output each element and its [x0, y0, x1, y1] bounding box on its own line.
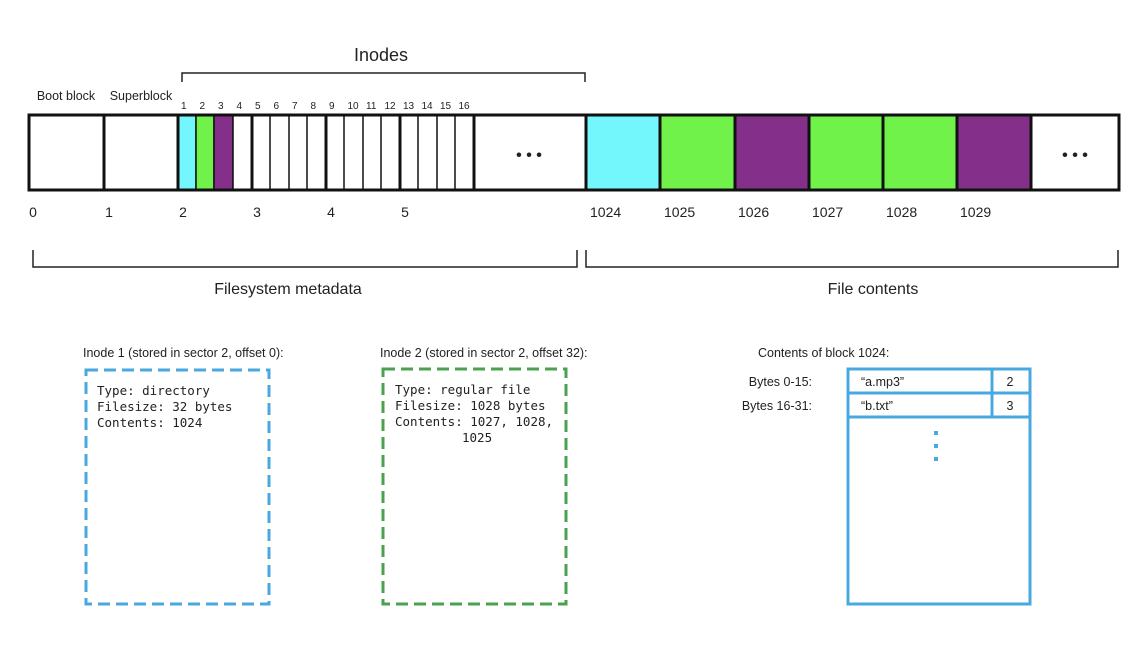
row0-inode: 2	[1007, 375, 1014, 389]
inode2-box	[381, 367, 568, 606]
metadata-ellipsis-block	[472, 113, 588, 192]
inode1-filesize: Filesize: 32 bytes	[97, 399, 232, 414]
data-ellipsis-block	[1029, 113, 1121, 192]
inode-number: 3	[218, 101, 224, 112]
vertical-ellipsis-dot	[934, 444, 938, 448]
inode-number: 1	[181, 101, 187, 112]
inode-number: 12	[385, 101, 397, 112]
file-contents-bracket	[585, 250, 1119, 268]
inode-number: 5	[255, 101, 261, 112]
ellipsis-right: • • •	[1062, 147, 1088, 164]
row1-name: “b.txt”	[861, 399, 893, 413]
data-block-1026	[733, 113, 811, 192]
inode-slot-2	[195, 114, 215, 191]
inode-slot-3	[213, 114, 234, 191]
block-number: 1029	[960, 204, 991, 220]
data-block-1028	[881, 113, 959, 192]
row0-name: “a.mp3”	[861, 375, 904, 389]
file-contents-label: File contents	[828, 281, 919, 298]
block-number: 2	[179, 204, 187, 220]
row1-inode: 3	[1007, 399, 1014, 413]
inode1-heading: Inode 1 (stored in sector 2, offset 0):	[83, 346, 284, 360]
inode-number: 9	[329, 101, 335, 112]
block-number: 3	[253, 204, 261, 220]
inodes-title: Inodes	[354, 45, 408, 65]
inode-slot-1	[177, 114, 197, 191]
inode-number: 4	[237, 101, 243, 112]
block-number: 5	[401, 204, 409, 220]
inode-number: 13	[403, 101, 415, 112]
row1-range: Bytes 16-31:	[742, 399, 812, 413]
block1024-table: Bytes 0-15: “a.mp3” 2 Bytes 16-31: “b.tx…	[742, 367, 1032, 606]
block-number: 4	[327, 204, 335, 220]
block1024-heading: Contents of block 1024:	[758, 346, 889, 360]
data-block-1024	[584, 113, 662, 192]
block-number-row: 0 1 2 3 4 5 1024 1025 1026 1027 1028 1029	[29, 204, 991, 220]
data-block-1027	[807, 113, 885, 192]
inode-number: 6	[274, 101, 280, 112]
block-number: 1026	[738, 204, 769, 220]
inode-number: 14	[422, 101, 434, 112]
inode-slot-4	[232, 114, 253, 191]
block-number: 1028	[886, 204, 917, 220]
vertical-ellipsis-dot	[934, 431, 938, 435]
inode-number: 2	[200, 101, 206, 112]
inode2-heading: Inode 2 (stored in sector 2, offset 32):	[380, 346, 588, 360]
inodes-bracket	[181, 72, 586, 82]
inode1-contents: Contents: 1024	[97, 415, 202, 430]
block-number: 1	[105, 204, 113, 220]
block-number: 1025	[664, 204, 695, 220]
inode2-filesize: Filesize: 1028 bytes	[395, 398, 546, 413]
inode1-type: Type: directory	[97, 383, 210, 398]
inode1-box	[84, 368, 271, 606]
inode-number: 7	[292, 101, 298, 112]
inode-number: 16	[459, 101, 471, 112]
superblock	[102, 113, 180, 192]
inode-number: 15	[440, 101, 452, 112]
inode2-contents: Contents: 1027, 1028,	[395, 414, 553, 429]
block-number: 1027	[812, 204, 843, 220]
block1024-frame	[846, 367, 1032, 606]
block-strip: • • • • • •	[27, 113, 1121, 192]
metadata-bracket	[32, 250, 578, 268]
inode-number: 11	[366, 101, 377, 112]
data-block-1029	[955, 113, 1033, 192]
block-number: 0	[29, 204, 37, 220]
inode-number: 10	[348, 101, 360, 112]
data-block-1025	[658, 113, 737, 192]
ellipsis-left: • • •	[516, 147, 542, 164]
superblock-label: Superblock	[110, 89, 173, 103]
block-number: 1024	[590, 204, 621, 220]
metadata-label: Filesystem metadata	[214, 281, 362, 298]
row0-range: Bytes 0-15:	[749, 375, 812, 389]
inode-number: 8	[311, 101, 317, 112]
inode2-type: Type: regular file	[395, 382, 530, 397]
boot-block	[27, 113, 106, 192]
vertical-ellipsis-dot	[934, 457, 938, 461]
inode2-contents-cont: 1025	[462, 430, 492, 445]
boot-block-label: Boot block	[37, 89, 96, 103]
